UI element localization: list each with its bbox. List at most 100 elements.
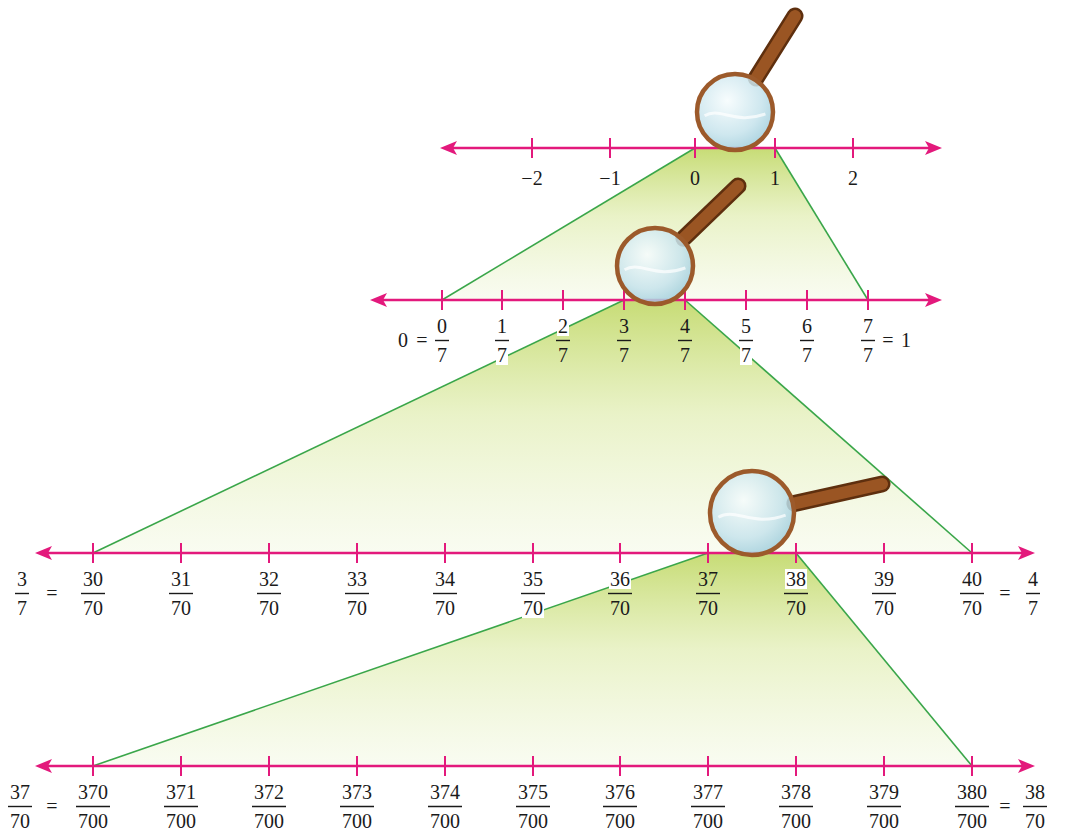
arrow-head (35, 546, 52, 560)
fraction-numerator: 34 (434, 569, 456, 589)
fraction-denominator: 700 (692, 811, 724, 831)
magnifier-lens (710, 471, 794, 555)
fraction-denominator: 7 (618, 345, 630, 365)
lens-glint (705, 113, 766, 118)
tick-mark (971, 756, 973, 776)
tick-label: 0 (689, 168, 701, 188)
fraction-denominator: 7 (496, 345, 508, 365)
fraction-numerator: 0 (436, 316, 448, 336)
fraction-bar (603, 806, 637, 807)
whole-number: 1 (900, 330, 912, 350)
fraction-numerator: 377 (692, 782, 724, 802)
fraction-numerator: 1 (496, 316, 508, 336)
fraction-numerator: 378 (780, 782, 812, 802)
magnifier-lens (697, 74, 773, 150)
fraction-numerator: 38 (1024, 782, 1046, 802)
fraction-bar (779, 806, 813, 807)
fraction-denominator: 70 (785, 598, 807, 618)
fraction-bar (433, 593, 457, 594)
fraction-bar (691, 806, 725, 807)
lens-glint (718, 514, 785, 519)
fraction-numerator: 370 (77, 782, 109, 802)
fraction-denominator: 70 (961, 598, 983, 618)
equals-sign: = (45, 796, 58, 816)
arrow-head (1018, 546, 1035, 560)
fraction-bar (872, 593, 896, 594)
fraction-denominator: 70 (1024, 811, 1046, 831)
fraction-numerator: 30 (82, 569, 104, 589)
fraction-numerator: 40 (961, 569, 983, 589)
zoom-cone (93, 300, 972, 553)
magnifier-handle (684, 186, 738, 238)
fraction-numerator: 376 (604, 782, 636, 802)
fraction-bar (345, 593, 369, 594)
tick-label: 1 (769, 168, 781, 188)
arrow-head (1018, 759, 1035, 773)
equals-sign: = (881, 330, 894, 350)
arrow-head (925, 293, 942, 307)
cone-edge (685, 300, 972, 553)
arrow-head (440, 141, 457, 155)
fraction-denominator: 70 (522, 598, 544, 618)
cone-edge (796, 553, 972, 766)
fraction-denominator: 700 (253, 811, 285, 831)
fraction-bar (861, 340, 875, 341)
cone-edge (775, 148, 868, 300)
fraction-numerator: 4 (1027, 569, 1039, 589)
cone-edge (93, 300, 624, 553)
arrow-head (35, 759, 52, 773)
fraction-denominator: 7 (679, 345, 691, 365)
tick-mark (694, 138, 696, 158)
fraction-bar (608, 593, 632, 594)
fraction-numerator: 32 (258, 569, 280, 589)
fraction-bar (257, 593, 281, 594)
magnifiers (617, 16, 882, 555)
fraction-numerator: 373 (341, 782, 373, 802)
tick-mark (531, 138, 533, 158)
tick-label: −1 (598, 168, 621, 188)
fraction-bar (516, 806, 550, 807)
tick-mark (268, 543, 270, 563)
tick-mark (745, 290, 747, 310)
tick-mark (444, 543, 446, 563)
fraction-denominator: 7 (862, 345, 874, 365)
fraction-bar (1023, 806, 1047, 807)
fraction-denominator: 70 (697, 598, 719, 618)
fraction-bar (164, 806, 198, 807)
fraction-denominator: 700 (956, 811, 988, 831)
lens-glint (625, 267, 686, 272)
magnifier-lens (617, 228, 693, 304)
magnifier-handle (756, 16, 795, 78)
fraction-bars (8, 341, 1047, 807)
tick-mark (806, 290, 808, 310)
number-line (43, 765, 1027, 768)
magnifier-handle (795, 484, 882, 503)
fraction-numerator: 35 (522, 569, 544, 589)
fraction-numerator: 3 (618, 316, 630, 336)
fraction-bar (867, 806, 901, 807)
tick-mark (867, 290, 869, 310)
fraction-bar (495, 340, 509, 341)
fraction-denominator: 7 (1027, 598, 1039, 618)
tick-mark (619, 756, 621, 776)
arrow-head (370, 293, 387, 307)
zoom-cone (93, 553, 972, 766)
fraction-denominator: 700 (429, 811, 461, 831)
fraction-bar (521, 593, 545, 594)
tick-mark (795, 756, 797, 776)
tick-mark (532, 756, 534, 776)
tick-label: 2 (847, 168, 859, 188)
cone-edge (93, 553, 708, 766)
tick-mark (774, 138, 776, 158)
fraction-bar (617, 340, 631, 341)
tick-mark (883, 756, 885, 776)
tick-mark (92, 756, 94, 776)
fraction-bar (81, 593, 105, 594)
tick-mark (562, 290, 564, 310)
tick-mark (356, 543, 358, 563)
tick-mark (92, 543, 94, 563)
fraction-denominator: 700 (77, 811, 109, 831)
fraction-denominator: 70 (346, 598, 368, 618)
